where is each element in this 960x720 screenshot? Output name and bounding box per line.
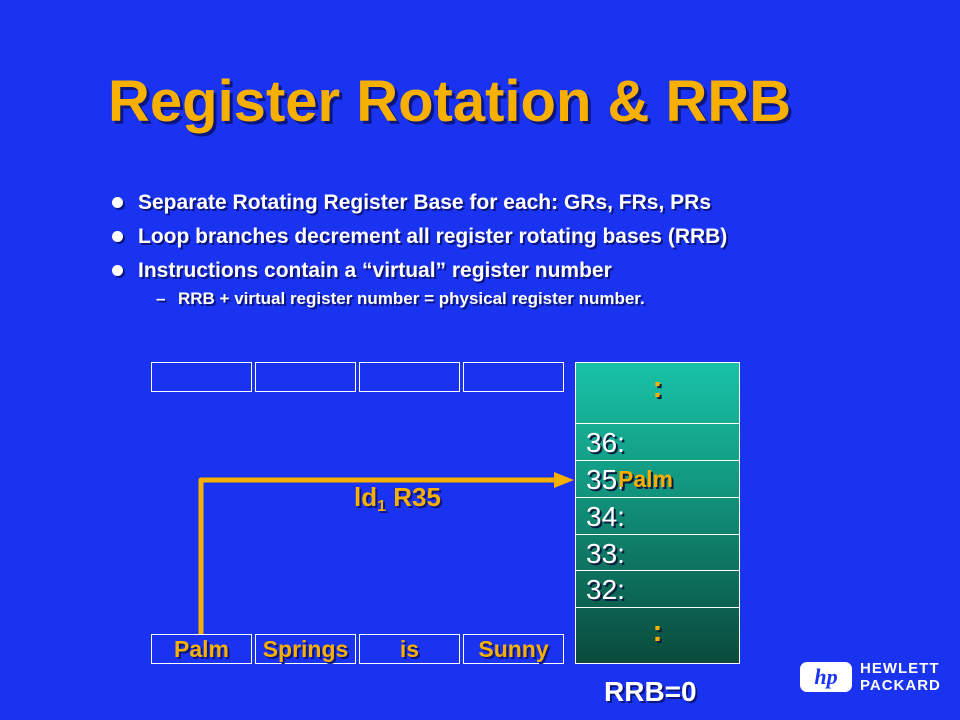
hp-logo-line2: PACKARD bbox=[860, 677, 941, 694]
hp-logo-text: HEWLETT PACKARD bbox=[860, 660, 941, 694]
bullet-text: Instructions contain a “virtual” registe… bbox=[138, 259, 612, 282]
register-file: : 36: 35: Palm 34: 33: 32: : bbox=[575, 362, 740, 664]
bullet-item: Loop branches decrement all register rot… bbox=[112, 224, 912, 258]
register-value-35: Palm bbox=[618, 466, 673, 492]
register-label-33: 33: bbox=[586, 538, 625, 569]
load-arrow-head-icon bbox=[554, 472, 574, 488]
empty-slot-box bbox=[359, 362, 460, 392]
bullet-list: Separate Rotating Register Base for each… bbox=[112, 190, 912, 314]
instruction-label: ld1 R35 bbox=[354, 482, 441, 516]
bullet-text: Loop branches decrement all register rot… bbox=[138, 225, 728, 248]
register-ellipsis-top: : bbox=[652, 371, 663, 404]
instruction-subscript: 1 bbox=[377, 498, 387, 515]
sub-bullet-item: – RRB + virtual register number = physic… bbox=[112, 288, 912, 314]
register-divider bbox=[576, 460, 739, 461]
empty-slot-box bbox=[255, 362, 356, 392]
hp-badge-text: hp bbox=[814, 664, 838, 689]
register-divider bbox=[576, 534, 739, 535]
source-word-box: is bbox=[359, 634, 460, 664]
bullet-dot-icon bbox=[112, 197, 123, 208]
source-word-box: Springs bbox=[255, 634, 356, 664]
register-divider bbox=[576, 497, 739, 498]
instruction-op: ld bbox=[354, 482, 378, 512]
empty-slot-box bbox=[151, 362, 252, 392]
bullet-dot-icon bbox=[112, 265, 123, 276]
source-word-box: Palm bbox=[151, 634, 252, 664]
bullet-dot-icon bbox=[112, 231, 123, 242]
register-label-36: 36: bbox=[586, 427, 625, 458]
register-ellipsis-bottom: : bbox=[652, 615, 663, 648]
source-word-box: Sunny bbox=[463, 634, 564, 664]
register-divider bbox=[576, 570, 739, 571]
bullet-item: Separate Rotating Register Base for each… bbox=[112, 190, 912, 224]
sub-bullet-dash: – bbox=[156, 289, 166, 308]
hp-logo: hp HEWLETT PACKARD bbox=[800, 660, 956, 696]
slide-title: Register Rotation & RRB bbox=[108, 69, 792, 134]
register-divider bbox=[576, 423, 739, 424]
register-divider bbox=[576, 607, 739, 608]
rrb-value-label: RRB=0 bbox=[604, 676, 697, 707]
register-label-32: 32: bbox=[586, 574, 625, 605]
register-label-35: 35: bbox=[586, 464, 625, 495]
hp-badge-icon: hp bbox=[800, 662, 852, 692]
register-label-34: 34: bbox=[586, 501, 625, 532]
bullet-text: Separate Rotating Register Base for each… bbox=[138, 191, 711, 214]
sub-bullet-text: RRB + virtual register number = physical… bbox=[178, 289, 645, 308]
instruction-register: R35 bbox=[393, 482, 441, 512]
bullet-item: Instructions contain a “virtual” registe… bbox=[112, 258, 912, 292]
empty-slot-box bbox=[463, 362, 564, 392]
hp-logo-line1: HEWLETT bbox=[860, 660, 940, 677]
